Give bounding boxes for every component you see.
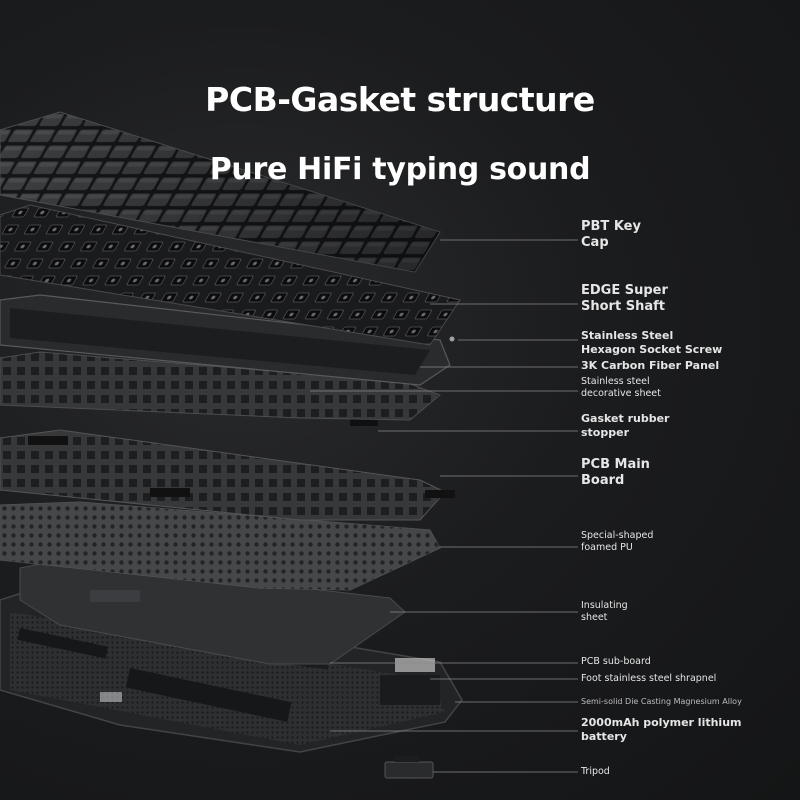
callout-foot-shrapnel: Foot stainless steel shrapnel bbox=[581, 673, 717, 684]
foamed-pu-layer bbox=[0, 501, 441, 591]
callout-gasket-rubber-stopper: Gasket rubber stopper bbox=[581, 412, 670, 439]
pcb-main-board-layer bbox=[0, 429, 455, 521]
tripod-part bbox=[384, 756, 434, 779]
callout-tripod: Tripod bbox=[581, 766, 610, 777]
callout-decorative-sheet: Stainless steel decorative sheet bbox=[581, 376, 661, 399]
callout-pbt-keycap: PBT Key Cap bbox=[581, 219, 641, 251]
switch-layer bbox=[0, 204, 461, 346]
callout-magnesium-alloy: Semi-solid Die Casting Magnesium Alloy bbox=[581, 697, 742, 706]
callout-lithium-battery: 2000mAh polymer lithium battery bbox=[581, 716, 742, 743]
keycap-layer bbox=[0, 111, 441, 273]
callout-edge-super-short-shaft: EDGE Super Short Shaft bbox=[581, 283, 668, 315]
carbon-fiber-panel-layer bbox=[0, 294, 451, 386]
screw-part bbox=[449, 336, 455, 342]
callout-foamed-pu: Special-shaped foamed PU bbox=[581, 530, 654, 553]
callout-hexagon-socket-screw: Stainless Steel Hexagon Socket Screw bbox=[581, 329, 723, 356]
callout-insulating-sheet: Insulating sheet bbox=[581, 600, 628, 623]
page-subtitle: Pure HiFi typing sound bbox=[209, 152, 591, 187]
callout-pcb-main-board: PCB Main Board bbox=[581, 457, 650, 489]
decorative-sheet-layer bbox=[0, 351, 441, 421]
page-title: PCB-Gasket structure bbox=[205, 80, 595, 119]
callout-pcb-sub-board: PCB sub-board bbox=[581, 656, 651, 667]
callout-leader-lines bbox=[310, 239, 578, 773]
callout-carbon-fiber-panel: 3K Carbon Fiber Panel bbox=[581, 359, 720, 372]
